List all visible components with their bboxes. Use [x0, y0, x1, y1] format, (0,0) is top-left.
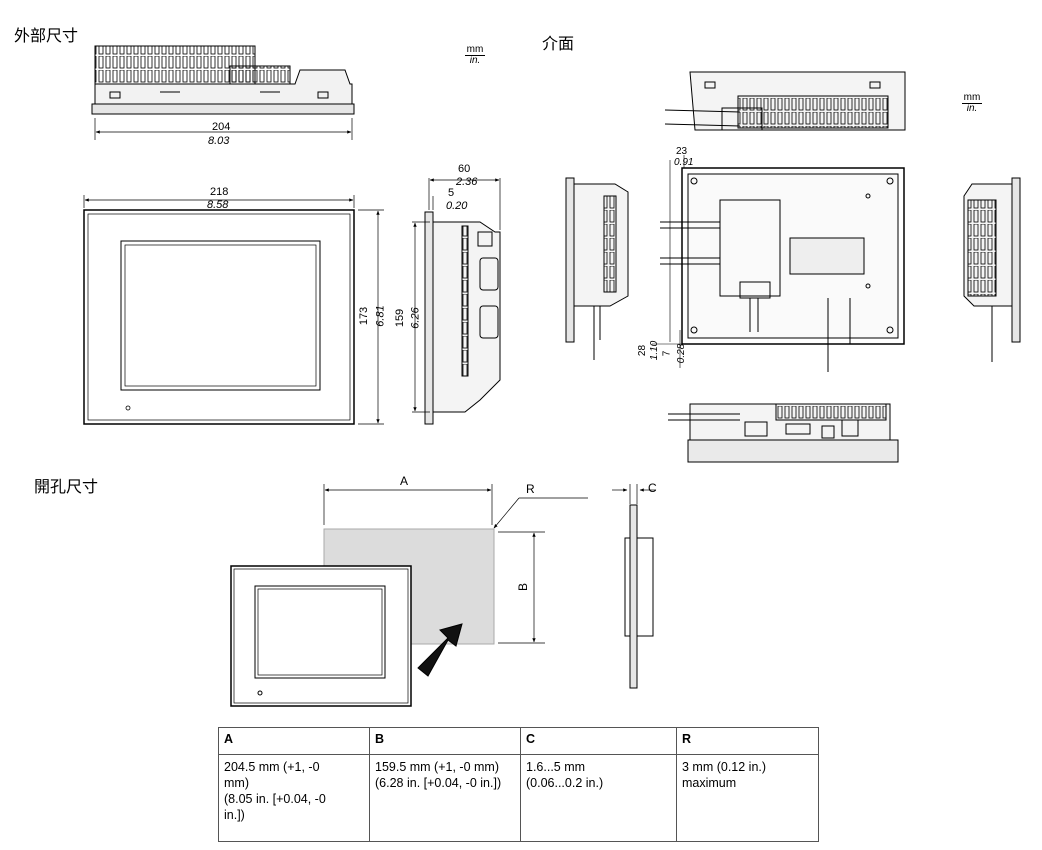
side-bezel-mm: 5	[448, 187, 455, 199]
rear-bottom-a-in: 1.10	[649, 340, 661, 361]
heading-external-dimensions: 外部尺寸	[14, 26, 79, 45]
heading-cutout-dimensions: 開孔尺寸	[34, 477, 99, 496]
cell-a-line-3: (8.05 in. [+0.04, -0	[224, 792, 326, 806]
cutout-spec-table: A B C R 204.5 mm (+1, -0 mm) (8.05 in. […	[218, 727, 819, 842]
rear-bottom-a-mm: 28	[637, 344, 649, 357]
side-bezel-in: 0.20	[446, 200, 468, 212]
table-cell-c: 1.6...5 mm (0.06...0.2 in.)	[520, 754, 677, 842]
cutout-label-c: C	[648, 481, 657, 495]
table-header-a: A	[218, 727, 370, 755]
top-view-drawing	[91, 45, 355, 140]
cell-a-line-4: in.])	[224, 808, 245, 822]
unit-in: in.	[966, 103, 978, 114]
rear-bottom-b-mm: 7	[661, 350, 673, 357]
table-cell-b: 159.5 mm (+1, -0 mm) (6.28 in. [+0.04, -…	[369, 754, 521, 842]
interface-side-view-left	[565, 177, 629, 360]
front-height-mm: 173	[358, 306, 371, 326]
side-depth-in: 2.36	[456, 176, 478, 188]
front-width-mm: 218	[210, 186, 229, 198]
top-width-in: 8.03	[208, 135, 230, 147]
side-height-mm: 159	[394, 308, 407, 328]
cell-c-line-2: (0.06...0.2 in.)	[526, 776, 604, 790]
cell-r-line-2: maximum	[682, 776, 737, 790]
cell-a-line-2: mm)	[224, 776, 249, 790]
front-height-in: 6.81	[374, 305, 387, 327]
cell-b-line-2: (6.28 in. [+0.04, -0 in.])	[375, 776, 502, 790]
side-depth-mm: 60	[458, 163, 471, 175]
rear-bottom-b-in: 0.28	[676, 343, 688, 364]
interface-bottom-view-drawing	[668, 403, 899, 463]
side-view-drawing	[412, 178, 501, 425]
rear-top-mm: 23	[676, 146, 688, 157]
cutout-label-a: A	[400, 474, 409, 488]
unit-legend-right: mm in.	[952, 92, 992, 114]
rear-top-in: 0.91	[674, 157, 694, 168]
table-header-r: R	[676, 727, 819, 755]
front-view-drawing	[83, 195, 384, 425]
cell-r-line-1: 3 mm (0.12 in.)	[682, 760, 767, 774]
interface-side-view-right	[963, 177, 1021, 362]
cutout-label-b: B	[516, 582, 531, 592]
cell-b-line-1: 159.5 mm (+1, -0 mm)	[375, 760, 499, 774]
interface-top-view-drawing	[664, 71, 906, 131]
table-header-row: A B C R	[218, 727, 819, 755]
interface-rear-view-drawing	[652, 155, 905, 372]
heading-interface: 介面	[542, 34, 575, 53]
table-cell-a: 204.5 mm (+1, -0 mm) (8.05 in. [+0.04, -…	[218, 754, 370, 842]
unit-mm: mm	[961, 92, 983, 104]
unit-legend-left: mm in.	[455, 44, 495, 66]
top-width-mm: 204	[212, 121, 231, 133]
cutout-drawing	[230, 484, 588, 707]
unit-in: in.	[469, 55, 481, 66]
side-height-in: 6.26	[409, 307, 422, 329]
panel-thickness-drawing	[612, 484, 655, 689]
table-row: 204.5 mm (+1, -0 mm) (8.05 in. [+0.04, -…	[218, 754, 819, 842]
unit-mm: mm	[464, 44, 486, 56]
front-width-in: 8.58	[207, 199, 229, 211]
table-cell-r: 3 mm (0.12 in.) maximum	[676, 754, 819, 842]
cutout-label-r: R	[526, 482, 535, 496]
cell-c-line-1: 1.6...5 mm	[526, 760, 586, 774]
cell-a-line-1: 204.5 mm (+1, -0	[224, 760, 320, 774]
table-header-b: B	[369, 727, 521, 755]
table-header-c: C	[520, 727, 677, 755]
